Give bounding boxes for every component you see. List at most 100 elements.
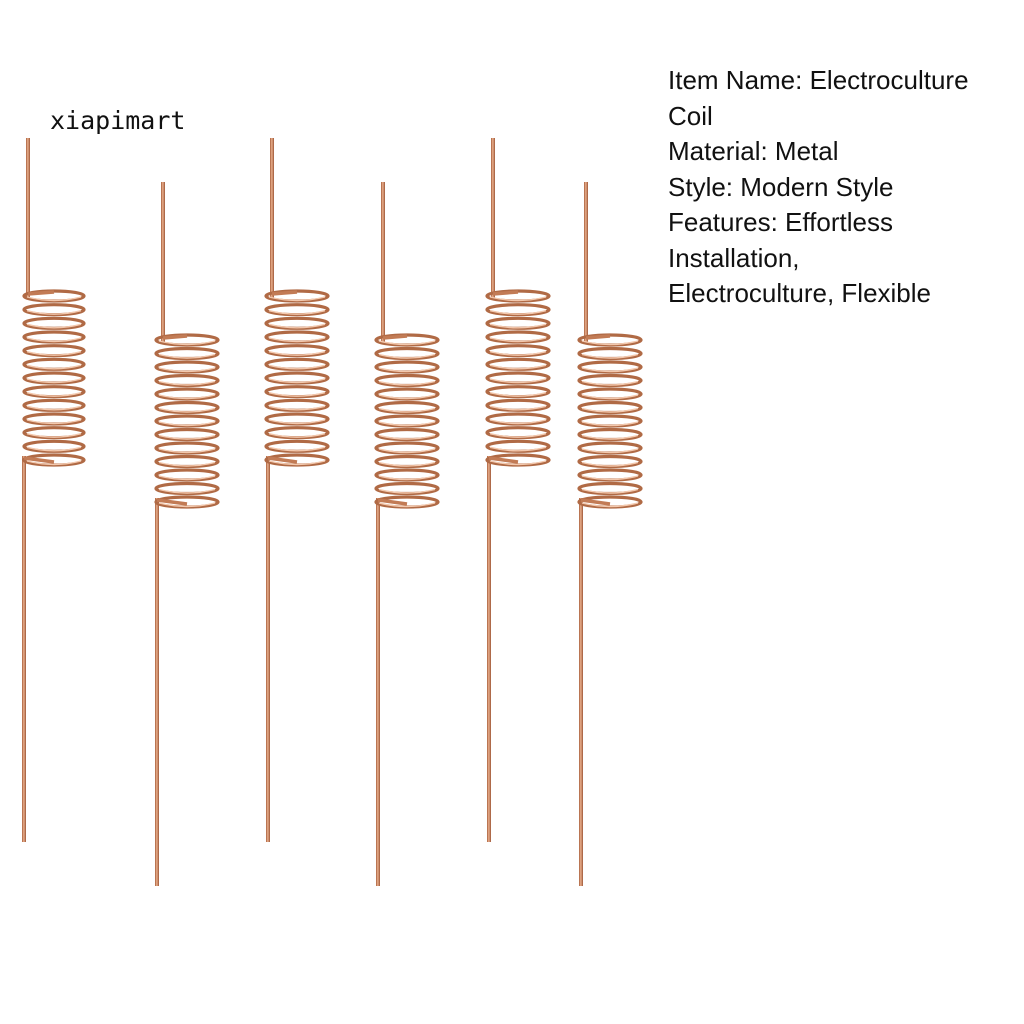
watermark-text: xiapimart <box>50 106 186 135</box>
coil-turn <box>264 303 330 317</box>
coil-turn-highlight <box>158 502 216 508</box>
coil-turn-highlight <box>581 448 639 454</box>
coil-turn-highlight <box>378 421 436 427</box>
coil-turn <box>264 330 330 344</box>
coil-turn-highlight <box>26 364 82 370</box>
coil-bottom-bend <box>267 456 298 464</box>
coil-turn-highlight <box>489 378 547 384</box>
coil-bottom-bend <box>580 498 611 506</box>
coil-turn-highlight <box>26 405 82 411</box>
coil-turn-highlight <box>268 460 326 466</box>
coil-turn <box>154 441 220 455</box>
coil-turn <box>485 398 551 412</box>
coil-turn-highlight <box>268 391 326 397</box>
coil-turn-highlight <box>268 432 326 438</box>
coil-turn <box>154 373 220 388</box>
coil-top-stem <box>381 182 385 342</box>
coil-turn-highlight <box>158 353 216 359</box>
coil-turn-highlight <box>378 367 436 373</box>
coil-turn <box>577 414 643 428</box>
coil-turn <box>577 481 643 496</box>
coil-turn-highlight <box>158 434 216 440</box>
coil-top-bend <box>271 290 298 296</box>
coil-turn-highlight <box>489 350 547 356</box>
coil-turn <box>264 426 330 440</box>
coil-turn <box>577 454 643 469</box>
coil-turn-highlight <box>26 350 82 356</box>
coil-turn-highlight <box>26 323 82 329</box>
coil-turn-highlight <box>489 323 547 329</box>
coil-turn-highlight <box>581 502 639 508</box>
coil-turn-highlight <box>581 407 639 413</box>
copper-coil-3 <box>264 138 330 842</box>
coil-turn <box>485 316 551 330</box>
coil-turn-highlight <box>26 419 82 425</box>
coil-turn <box>577 346 643 361</box>
coil-turn-highlight <box>26 337 82 343</box>
coil-turn <box>154 387 220 401</box>
coil-bottom-bend <box>488 456 519 464</box>
coil-turn-highlight <box>489 296 547 302</box>
copper-coil-6 <box>577 182 643 886</box>
coil-turn-highlight <box>581 488 639 494</box>
coil-turn-highlight <box>26 460 82 466</box>
coil-turn <box>264 398 330 412</box>
coil-turn <box>264 371 330 385</box>
coil-turn-highlight <box>158 488 216 494</box>
coil-turn <box>154 400 220 415</box>
copper-coil-4 <box>374 182 440 886</box>
coil-turn <box>22 439 86 453</box>
coil-turn <box>154 481 220 496</box>
coil-turn-highlight <box>158 421 216 427</box>
coil-turn <box>577 468 643 482</box>
coil-turn <box>264 412 330 426</box>
coil-bottom-bend <box>377 498 408 506</box>
coil-turn <box>374 346 440 361</box>
spec-features-cont-2: Electroculture, Flexible <box>668 278 931 308</box>
coil-turn-highlight <box>268 337 326 343</box>
coil-bottom-stem <box>579 498 583 886</box>
coil-turn-highlight <box>581 461 639 467</box>
coil-turn <box>485 426 551 440</box>
coil-turn-highlight <box>158 367 216 373</box>
coil-turn-highlight <box>268 446 326 452</box>
coil-turn-highlight <box>26 446 82 452</box>
coil-turn-highlight <box>378 353 436 359</box>
coil-turn <box>374 414 440 428</box>
coil-turn <box>22 330 86 344</box>
coil-turn-highlight <box>581 394 639 400</box>
coil-turn-highlight <box>378 475 436 481</box>
coil-turn <box>485 303 551 317</box>
coil-bottom-stem <box>376 498 380 886</box>
coil-top-bend <box>27 290 55 296</box>
coil-turn-highlight <box>378 407 436 413</box>
coil-turn-highlight <box>489 391 547 397</box>
coil-turn-highlight <box>26 391 82 397</box>
coil-turn <box>264 344 330 358</box>
coil-turn <box>577 427 643 442</box>
coil-turn <box>577 387 643 401</box>
coil-turn <box>577 373 643 388</box>
coil-top-bend <box>382 334 408 340</box>
coil-turn <box>485 357 551 371</box>
coil-turn <box>22 316 86 330</box>
coil-turn <box>374 400 440 415</box>
coil-turn-highlight <box>489 405 547 411</box>
coil-turn-highlight <box>378 340 436 346</box>
coil-bottom-bend <box>23 456 55 464</box>
coil-turn-highlight <box>26 432 82 438</box>
coil-turn-highlight <box>26 309 82 315</box>
coil-bottom-bend <box>156 498 188 506</box>
coil-turn-highlight <box>489 460 547 466</box>
coil-turn-highlight <box>158 448 216 454</box>
coil-top-stem <box>26 138 30 298</box>
coil-turn-highlight <box>158 475 216 481</box>
coil-turn <box>264 316 330 330</box>
coil-turn-highlight <box>489 337 547 343</box>
coil-bottom-stem <box>155 498 159 886</box>
spec-item-name: Item Name: Electroculture <box>668 65 969 95</box>
coil-turn-highlight <box>268 405 326 411</box>
coil-turn-highlight <box>581 340 639 346</box>
coil-turn-highlight <box>378 488 436 494</box>
